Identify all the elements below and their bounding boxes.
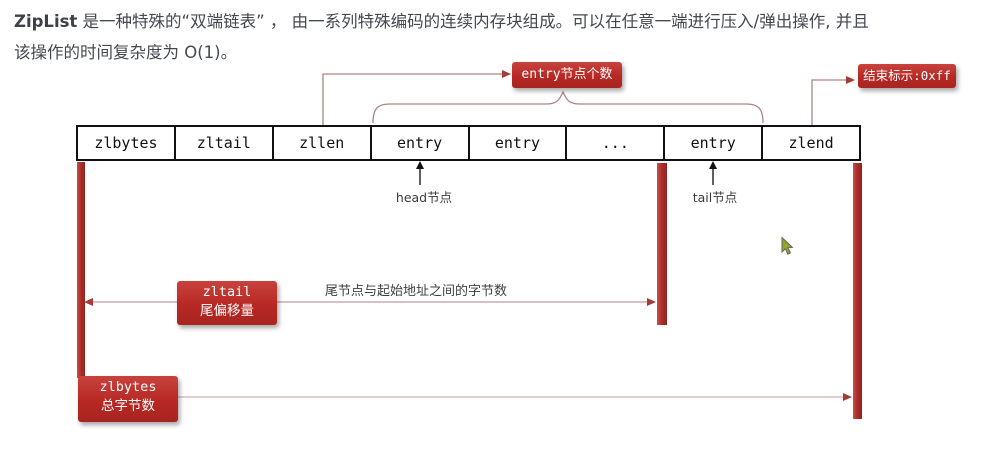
head-node-arrowhead-icon [416, 161, 424, 169]
intro-line2: 该操作的时间复杂度为 O(1)。 [14, 43, 238, 62]
zltail-offset-left-arrowhead-icon [84, 298, 93, 306]
zltail-badge-line1: zltail [202, 284, 252, 300]
zllen-connector-arrowhead-icon [502, 70, 511, 78]
ziplist-term: ZipList [14, 12, 78, 31]
zlbytes-total-arrowhead-icon [843, 393, 852, 401]
zltail-badge: zltail 尾偏移量 [177, 281, 277, 325]
cell-entry: entry [467, 127, 566, 159]
cell-zllen: zllen [271, 127, 370, 159]
start-address-bar [77, 162, 85, 378]
entry-count-badge: entry节点个数 [512, 62, 622, 88]
cell-entry-head: entry [369, 127, 468, 159]
head-node-label: head节点 [395, 190, 453, 205]
cell-zltail: zltail [173, 127, 272, 159]
mouse-cursor-icon [781, 236, 794, 255]
tail-offset-description: 尾节点与起始地址之间的字节数 [325, 284, 508, 299]
tail-node-label: tail节点 [692, 190, 738, 205]
cell-ellipsis: ... [565, 127, 663, 159]
intro-line1: ZipList 是一种特殊的“双端链表” ， 由一系列特殊编码的连续内存块组成。… [14, 12, 869, 31]
end-address-bar [853, 163, 862, 419]
ziplist-structure-table: zlbytes zltail zllen entry entry ... ent… [76, 125, 861, 161]
cell-zlbytes: zlbytes [94, 134, 158, 152]
zlbytes-badge: zlbytes 总字节数 [78, 376, 178, 422]
zllen-connector-line [322, 73, 502, 125]
zlend-connector-line [811, 79, 846, 125]
zltail-badge-line2: 尾偏移量 [200, 303, 254, 319]
cell-zlend: zlend [761, 127, 859, 159]
zlbytes-badge-line1: zlbytes [99, 379, 157, 395]
intro-paragraph: ZipList 是一种特殊的“双端链表” ， 由一系列特殊编码的连续内存块组成。… [14, 6, 976, 68]
zlend-connector-arrowhead-icon [846, 76, 855, 84]
zlbytes-badge-line2: 总字节数 [101, 398, 155, 414]
zltail-offset-right-arrowhead-icon [647, 298, 656, 306]
tail-node-arrowhead-icon [709, 161, 717, 169]
end-marker-badge: 结束标示:0xff [858, 64, 956, 88]
tail-entry-bar [657, 163, 667, 325]
cell-entry-tail: entry [663, 127, 761, 159]
entries-brace [372, 90, 764, 124]
intro-line1-rest: 是一种特殊的“双端链表” ， 由一系列特殊编码的连续内存块组成。可以在任意一端进… [77, 12, 869, 31]
